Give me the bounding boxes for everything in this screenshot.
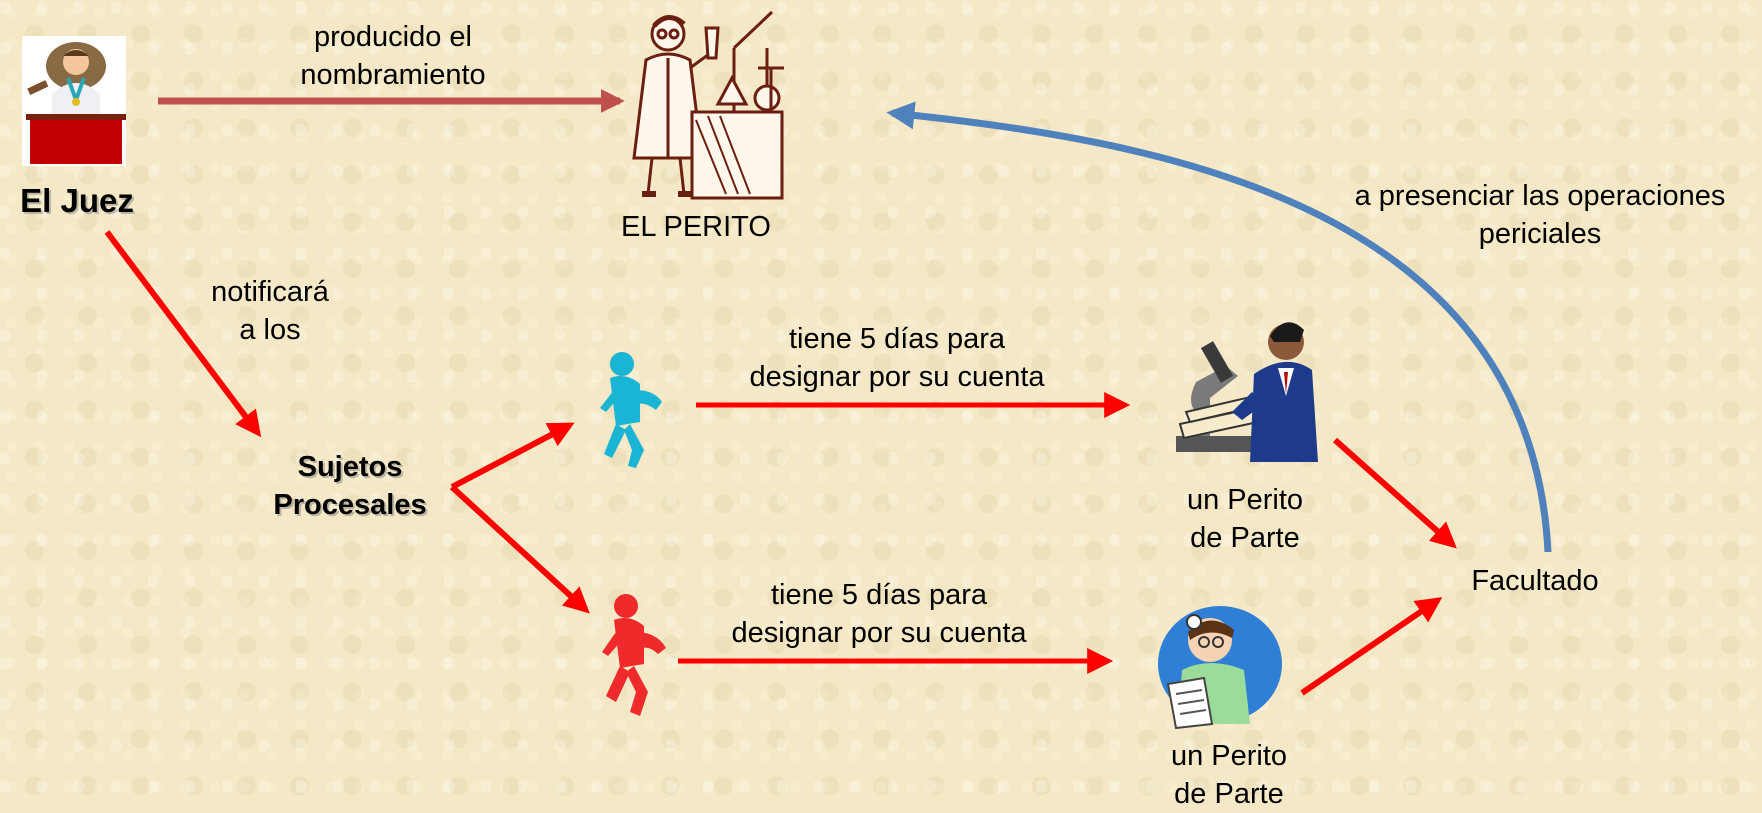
node-perito-label: EL PERITO <box>621 211 771 243</box>
arrow-facultado-to-perito <box>886 101 1552 553</box>
edge-label-designar-a-line2: designar por su cuenta <box>749 361 1045 393</box>
edge-label-designar-b-line2: designar por su cuenta <box>731 617 1027 649</box>
edge-label-notificara-line1: notificará <box>211 276 329 308</box>
node-perito-parte-2-label: un Perito de Parte <box>1144 737 1314 813</box>
microscope-scientist-icon <box>1176 322 1318 462</box>
edge-label-notificara-line2: a los <box>239 314 301 346</box>
node-perito-parte-2-line1: un Perito <box>1170 740 1288 772</box>
arrow-sujetos-to-red <box>449 484 590 614</box>
edge-label-nombramiento: producido el nombramiento <box>258 18 528 94</box>
edge-label-designar-a-line1: tiene 5 días para <box>788 323 1006 355</box>
edge-label-designar-b: tiene 5 días para designar por su cuenta <box>694 576 1064 652</box>
node-perito-parte-1-line1: un Perito <box>1186 484 1304 516</box>
edge-label-notificara: notificará a los <box>190 273 350 349</box>
arrow-perito-parte-1-to-facultado <box>1333 437 1457 549</box>
node-sujetos-label: Sujetos Procesales <box>250 448 450 524</box>
node-sujetos-line: Sujetos Procesales <box>273 451 427 521</box>
node-perito-parte-2-line2: de Parte <box>1174 778 1284 810</box>
node-perito-parte-1-label: un Perito de Parte <box>1160 481 1330 557</box>
arrow-perito-parte-2-to-facultado <box>1300 597 1443 696</box>
node-perito-parte-1-line2: de Parte <box>1190 522 1300 554</box>
edge-label-nombramiento-line1: producido el <box>314 21 472 53</box>
red-runner-icon <box>602 594 666 716</box>
arrow-juez-to-sujetos <box>104 230 262 438</box>
edge-label-designar-b-line1: tiene 5 días para <box>770 579 988 611</box>
edge-label-nombramiento-line2: nombramiento <box>300 59 486 91</box>
arrow-sujetos-to-blue <box>450 422 575 490</box>
blue-runner-icon <box>600 352 662 468</box>
chemist-icon <box>632 10 784 200</box>
node-juez-label: El Juez <box>20 182 134 219</box>
edge-label-presenciar: a presenciar las operaciones periciales <box>1320 177 1760 253</box>
judge-icon <box>22 36 126 166</box>
node-facultado-label: Facultado <box>1471 565 1599 597</box>
doctor-icon <box>1158 606 1282 730</box>
edge-label-designar-a: tiene 5 días para designar por su cuenta <box>712 320 1082 396</box>
edge-label-presenciar-line2: periciales <box>1478 218 1602 250</box>
edge-label-presenciar-line1: a presenciar las operaciones <box>1354 180 1726 212</box>
